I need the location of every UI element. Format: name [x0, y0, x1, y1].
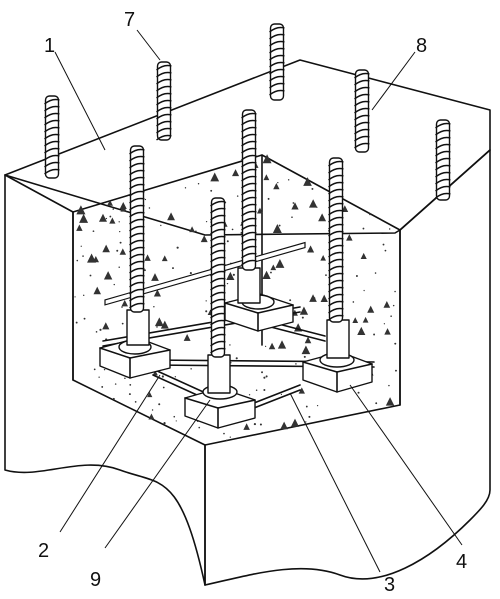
coupler-right	[326, 319, 350, 359]
rebar-top-far-right	[435, 119, 451, 201]
label-1: 1	[44, 35, 55, 57]
reference-labels: 1 7 8 2 9 3 4	[38, 9, 467, 596]
label-3: 3	[384, 574, 395, 596]
rebar-top-left	[44, 95, 60, 179]
rebar-pit-back	[241, 109, 257, 271]
label-2: 2	[38, 540, 49, 562]
rebars	[44, 23, 451, 358]
coupler-front	[207, 354, 231, 394]
rebar-top-back	[269, 23, 285, 101]
coupler-back	[237, 267, 261, 304]
rebar-top-right	[354, 69, 370, 153]
rebar-top-mid-left	[156, 61, 172, 141]
anchor-box-right	[302, 351, 373, 393]
label-9: 9	[90, 569, 101, 591]
rebar-pit-left	[129, 145, 145, 313]
rebar-pit-right	[328, 157, 344, 323]
leader-lines	[54, 29, 463, 573]
anchor-box-left	[99, 337, 171, 379]
label-7: 7	[124, 9, 135, 31]
label-8: 8	[416, 35, 427, 57]
coupler-left	[126, 309, 150, 346]
rebar-pit-front	[210, 197, 226, 358]
label-4: 4	[456, 551, 467, 573]
